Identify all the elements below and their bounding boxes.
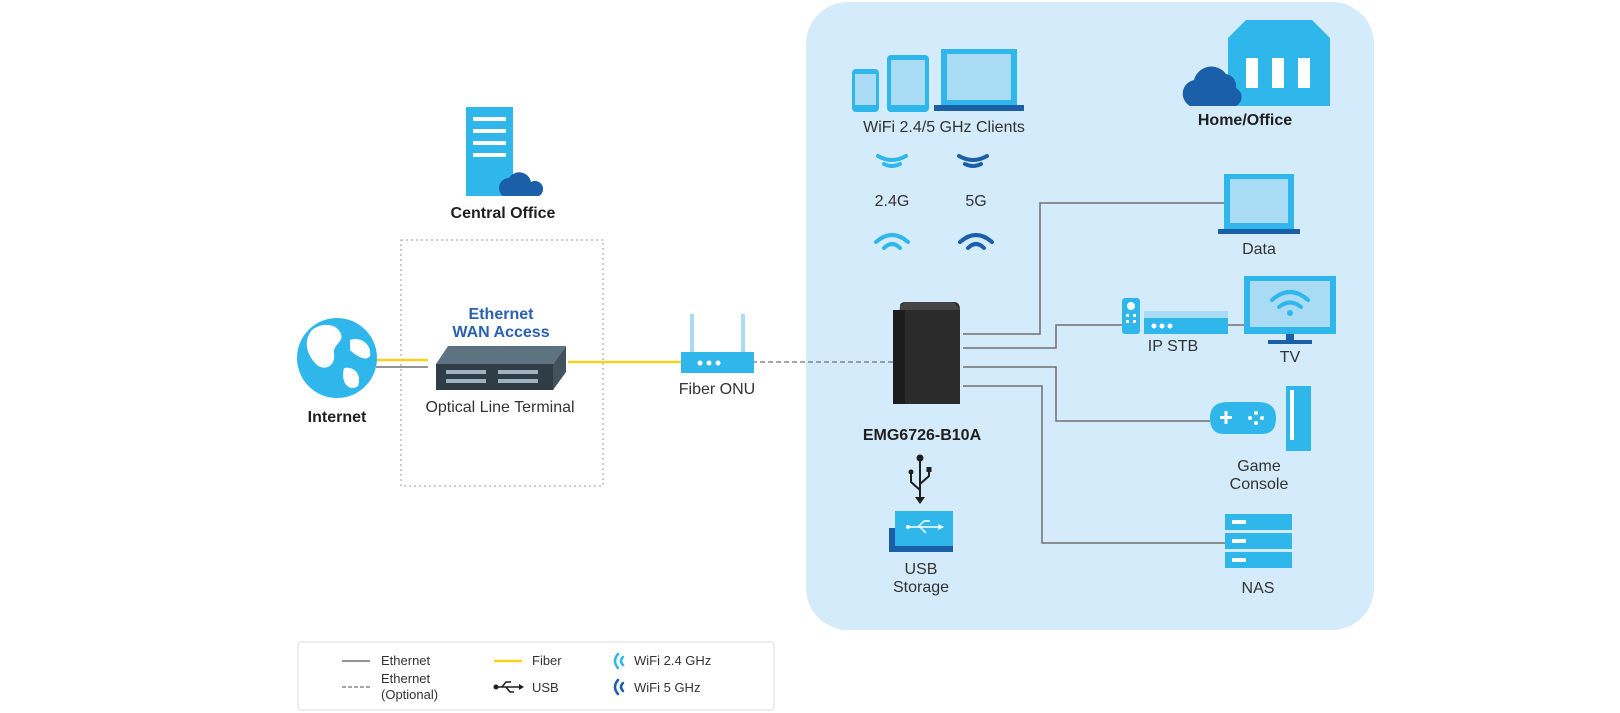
- legend-ethernet: Ethernet: [381, 653, 431, 668]
- legend-box: [297, 641, 775, 711]
- legend-fiber: Fiber: [532, 653, 562, 668]
- data-laptop-icon: [1218, 174, 1300, 234]
- gamepad-icon: [1210, 402, 1276, 434]
- usb-icon: [908, 454, 932, 504]
- legend-wifi5-icon: [613, 678, 625, 696]
- olt-top-label-2: WAN Access: [452, 324, 549, 341]
- remote-icon: [1122, 298, 1140, 334]
- legend-wifi24: WiFi 2.4 GHz: [634, 653, 711, 668]
- connection-lines: [376, 202, 1244, 544]
- cloud-icon: [1182, 66, 1242, 106]
- usb-storage-icon: [889, 511, 953, 552]
- legend: Ethernet Ethernet (Optional) Fiber USB W…: [297, 641, 775, 711]
- olt-icon: [436, 346, 566, 390]
- nas-icon: [1225, 514, 1292, 568]
- clients-label: WiFi 2.4/5 GHz Clients: [863, 119, 1025, 136]
- wifi-24-client-icon: [876, 154, 908, 168]
- router-label: EMG6726-B10A: [863, 427, 982, 444]
- globe-icon: [297, 318, 377, 398]
- console-icon: [1286, 386, 1311, 451]
- legend-usb: USB: [532, 680, 559, 695]
- band-5-label: 5G: [965, 193, 986, 210]
- data-label: Data: [1242, 241, 1276, 258]
- usb-storage-label-2: Storage: [893, 579, 949, 596]
- phone-icon: [852, 69, 879, 112]
- onu-label: Fiber ONU: [679, 381, 755, 398]
- server-cloud-icon: [466, 107, 544, 196]
- legend-ethernet-optional-2: (Optional): [381, 687, 438, 702]
- onu-icon: [681, 314, 754, 373]
- tablet-icon: [887, 55, 929, 112]
- central-office-label: Central Office: [451, 205, 556, 222]
- home-office-panel: [806, 2, 1374, 630]
- set-top-box-icon: [1144, 311, 1228, 334]
- router-icon: [893, 302, 960, 404]
- usb-storage-label-1: USB: [905, 561, 938, 578]
- legend-ethernet-optional-1: Ethernet: [381, 671, 431, 686]
- wifi-5-client-icon: [957, 154, 989, 168]
- tv-icon: [1244, 276, 1336, 344]
- ip-stb-label: IP STB: [1148, 338, 1198, 355]
- home-office-label: Home/Office: [1198, 112, 1292, 129]
- game-label-1: Game: [1237, 458, 1281, 475]
- wifi-24-router-icon: [874, 233, 910, 250]
- legend-wifi24-icon: [613, 652, 625, 670]
- house-icon: [1228, 20, 1330, 106]
- legend-wifi5: WiFi 5 GHz: [634, 680, 700, 695]
- internet-label: Internet: [308, 409, 367, 426]
- wifi-5-router-icon: [958, 233, 994, 250]
- band-24-label: 2.4G: [875, 193, 910, 210]
- laptop-icon: [934, 49, 1024, 111]
- nas-label: NAS: [1242, 580, 1275, 597]
- legend-usb-icon: [493, 681, 524, 693]
- olt-top-label-1: Ethernet: [469, 306, 535, 323]
- tv-label: TV: [1280, 349, 1301, 366]
- olt-label: Optical Line Terminal: [425, 399, 574, 416]
- game-label-2: Console: [1230, 476, 1289, 493]
